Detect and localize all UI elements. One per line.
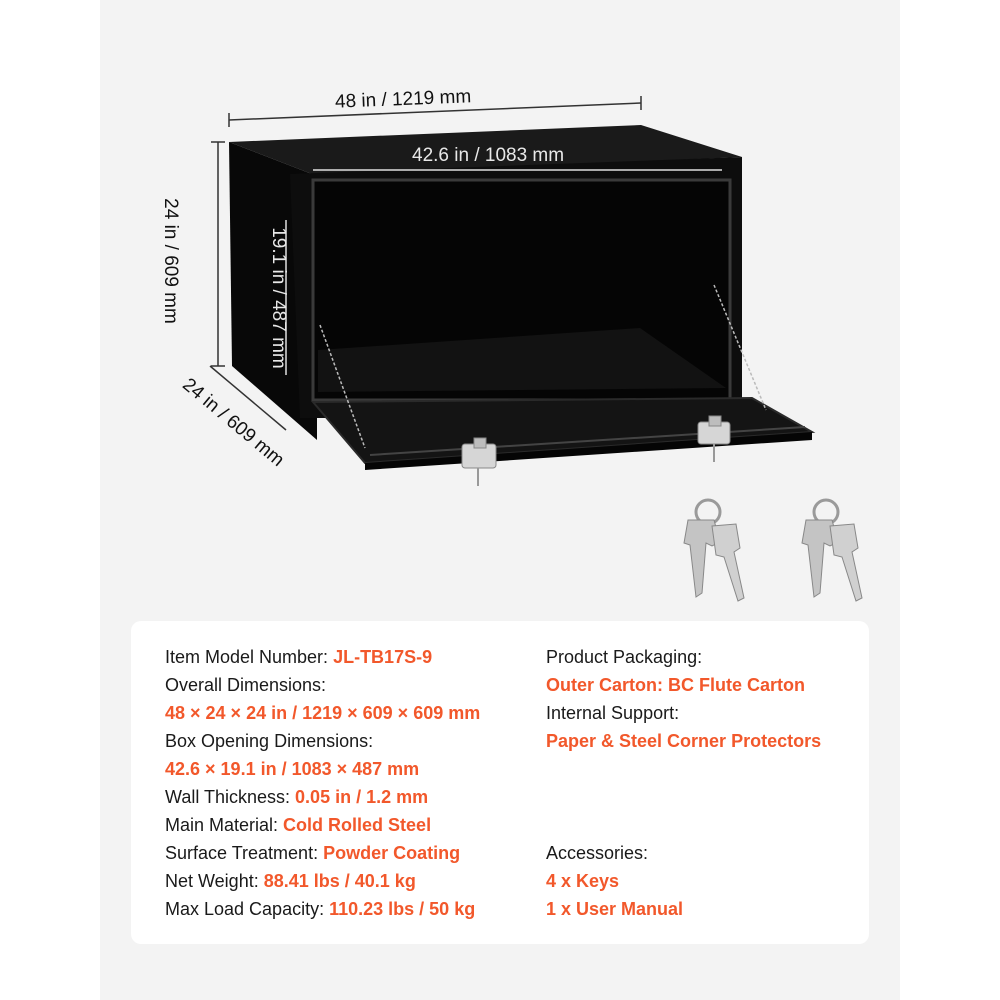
spec-overall-dimensions-label: Overall Dimensions: bbox=[165, 674, 326, 696]
spec-packaging-value: Outer Carton: BC Flute Carton bbox=[546, 675, 805, 695]
spec-wall-thickness: Wall Thickness: 0.05 in / 1.2 mm bbox=[165, 786, 428, 808]
spec-max-load: Max Load Capacity: 110.23 lbs / 50 kg bbox=[165, 898, 475, 920]
spec-label: Box Opening Dimensions: bbox=[165, 731, 374, 751]
key-pair-right-icon bbox=[801, 498, 863, 602]
door-cable-left bbox=[319, 324, 366, 449]
spec-overall-dimensions-value: 48 × 24 × 24 in / 1219 × 609 × 609 mm bbox=[165, 702, 480, 724]
spec-accessory-manual: 1 x User Manual bbox=[546, 899, 684, 919]
dimension-overall-height-label: 24 in / 609 mm bbox=[159, 198, 181, 324]
spec-value: 110.23 lbs / 50 kg bbox=[329, 899, 476, 919]
dimension-opening-width-label: 42.6 in / 1083 mm bbox=[412, 145, 565, 166]
spec-label: Overall Dimensions: bbox=[165, 675, 327, 695]
spec-packaging-label: Product Packaging: bbox=[546, 647, 703, 667]
box-interior-floor bbox=[318, 328, 726, 392]
spec-value: 48 × 24 × 24 in / 1219 × 609 × 609 mm bbox=[165, 703, 481, 723]
door-cable-right bbox=[713, 284, 767, 411]
spec-model-number: Item Model Number: JL-TB17S-9 bbox=[165, 646, 432, 668]
spec-opening-dimensions-label: Box Opening Dimensions: bbox=[165, 730, 373, 752]
spec-surface-treatment: Surface Treatment: Powder Coating bbox=[165, 842, 460, 864]
spec-net-weight: Net Weight: 88.41 lbs / 40.1 kg bbox=[165, 870, 416, 892]
spec-label: Net Weight: bbox=[165, 871, 264, 891]
dimension-opening-height-label: 19.1 in / 487 mm bbox=[267, 227, 289, 369]
spec-support-label: Internal Support: bbox=[546, 703, 680, 723]
spec-opening-dimensions-value: 42.6 × 19.1 in / 1083 × 487 mm bbox=[165, 758, 419, 780]
spec-value: Powder Coating bbox=[323, 843, 461, 863]
spec-value: 0.05 in / 1.2 mm bbox=[295, 787, 429, 807]
latch-left bbox=[461, 437, 497, 486]
key-pair-left-icon bbox=[683, 498, 745, 602]
spec-main-material: Main Material: Cold Rolled Steel bbox=[165, 814, 431, 836]
spec-value: 42.6 × 19.1 in / 1083 × 487 mm bbox=[165, 759, 420, 779]
spec-label: Max Load Capacity: bbox=[165, 899, 330, 919]
specifications-card bbox=[131, 621, 869, 944]
spec-value: JL-TB17S-9 bbox=[333, 647, 433, 667]
spec-accessories-label: Accessories: bbox=[546, 843, 649, 863]
spec-label: Main Material: bbox=[165, 815, 284, 835]
spec-support-value: Paper & Steel Corner Protectors bbox=[546, 731, 822, 751]
spec-label: Item Model Number: bbox=[165, 647, 334, 667]
spec-value: 88.41 lbs / 40.1 kg bbox=[263, 871, 416, 891]
toolbox-illustration bbox=[209, 96, 863, 602]
spec-value: Cold Rolled Steel bbox=[283, 815, 432, 835]
dimension-lines bbox=[209, 96, 642, 431]
spec-accessory-keys: 4 x Keys bbox=[546, 871, 620, 891]
spec-label: Surface Treatment: bbox=[165, 843, 324, 863]
spec-label: Wall Thickness: bbox=[165, 787, 296, 807]
box-top-face bbox=[229, 125, 742, 176]
latch-right bbox=[697, 415, 731, 462]
